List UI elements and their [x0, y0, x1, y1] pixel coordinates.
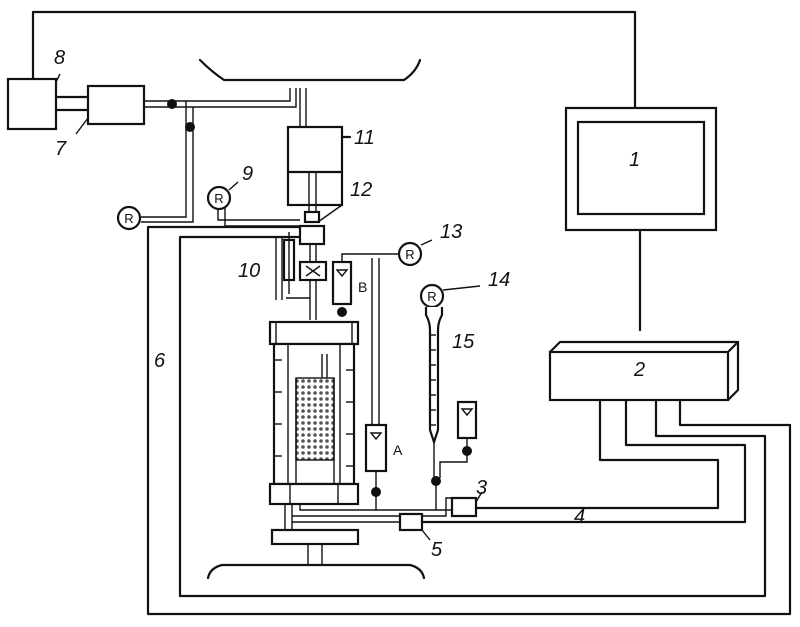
- label-8: 8: [54, 47, 65, 69]
- label-1: 1: [629, 149, 640, 171]
- vessel-line: [439, 451, 468, 478]
- pump-unit: [86, 84, 146, 126]
- flowmeter-a: A: [364, 258, 403, 492]
- junction-dot: [185, 122, 195, 132]
- reactor-column: [268, 320, 360, 565]
- upper-frame: [198, 58, 422, 82]
- label-14: 14: [488, 269, 510, 291]
- label-3: 3: [476, 477, 487, 499]
- pressure-gauge: R: [419, 283, 445, 309]
- sensor-5: [398, 512, 424, 532]
- gas-lines: [141, 88, 307, 227]
- label-10: 10: [238, 260, 260, 282]
- label-12: 12: [350, 179, 372, 201]
- label-9: 9: [242, 163, 253, 185]
- sensor-3: [450, 496, 478, 518]
- svg-text:R: R: [214, 191, 223, 206]
- label-6: 6: [154, 350, 166, 372]
- computer-monitor: [564, 106, 718, 232]
- thermometer: [275, 232, 310, 300]
- bottom-piping: [292, 481, 452, 523]
- junction-dot: [337, 307, 347, 317]
- svg-text:R: R: [124, 211, 133, 226]
- label-15: 15: [452, 331, 475, 353]
- controller-box: [548, 340, 740, 402]
- label-7: 7: [55, 138, 67, 160]
- svg-text:B: B: [358, 279, 367, 295]
- burette: [424, 307, 444, 478]
- pressure-gauge: R: [206, 185, 232, 211]
- label-4: 4: [574, 506, 585, 528]
- svg-text:R: R: [427, 289, 436, 304]
- pressure-gauge: R: [397, 241, 423, 267]
- pressure-gauge: R: [116, 205, 142, 231]
- motor-unit: [6, 77, 58, 131]
- label-2: 2: [633, 359, 645, 381]
- valve-block: [298, 204, 343, 320]
- lower-frame: [206, 563, 426, 580]
- piston-cylinder: [286, 125, 352, 212]
- gauge-line-13: [341, 253, 399, 262]
- svg-text:R: R: [405, 247, 414, 262]
- level-vessel: [456, 400, 478, 448]
- junction-dot: [167, 99, 177, 109]
- controller-cables: [146, 225, 792, 616]
- label-11: 11: [354, 127, 375, 149]
- label-5: 5: [431, 539, 443, 561]
- leader-lines: [55, 73, 483, 541]
- flowmeter-b: B: [331, 260, 367, 306]
- svg-text:A: A: [393, 442, 403, 458]
- signal-wire-8-to-1: [31, 10, 637, 110]
- label-13: 13: [440, 221, 462, 243]
